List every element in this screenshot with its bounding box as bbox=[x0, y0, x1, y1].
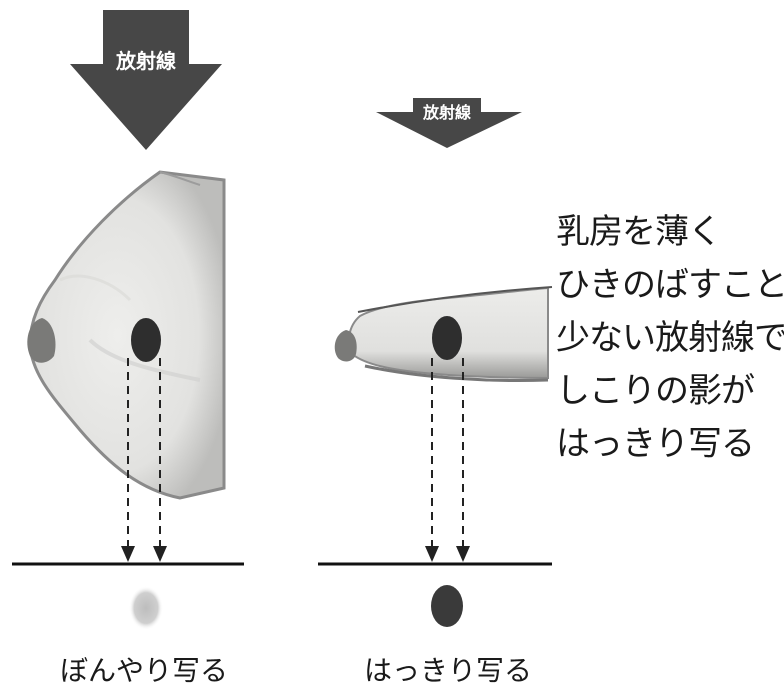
shadow-blurry bbox=[129, 586, 163, 630]
projection-arrowhead bbox=[425, 546, 439, 562]
radiation-arrow-left: 放射線 bbox=[70, 10, 222, 150]
caption-blurry: ぼんやり写る bbox=[60, 654, 228, 687]
projection-arrowhead bbox=[121, 546, 135, 562]
radiation-arrow-right: 放射線 bbox=[376, 98, 522, 148]
projection-lines-right bbox=[431, 358, 464, 548]
projection-arrowhead bbox=[456, 546, 470, 562]
caption-sharp: はっきり写る bbox=[364, 654, 532, 687]
tumor-right bbox=[432, 316, 462, 360]
breast-compressed bbox=[334, 286, 553, 382]
explanation-line: しこりの影が bbox=[556, 371, 755, 411]
projection-arrowhead bbox=[153, 546, 167, 562]
breast-uncompressed bbox=[27, 170, 226, 500]
radiation-arrow-right-label: 放射線 bbox=[422, 103, 471, 122]
explanation-text: 乳房を薄く ひきのばすことで 少ない放射線で しこりの影が はっきり写る bbox=[556, 206, 784, 471]
projection-lines-left bbox=[127, 358, 161, 548]
shadow-sharp bbox=[431, 585, 463, 627]
explanation-line: はっきり写る bbox=[556, 424, 755, 464]
explanation-line: 乳房を薄く bbox=[556, 212, 722, 252]
explanation-line: 少ない放射線で bbox=[556, 318, 784, 358]
explanation-line: ひきのばすことで bbox=[556, 265, 784, 305]
radiation-arrow-left-label: 放射線 bbox=[115, 49, 176, 73]
tumor-left bbox=[131, 318, 161, 362]
